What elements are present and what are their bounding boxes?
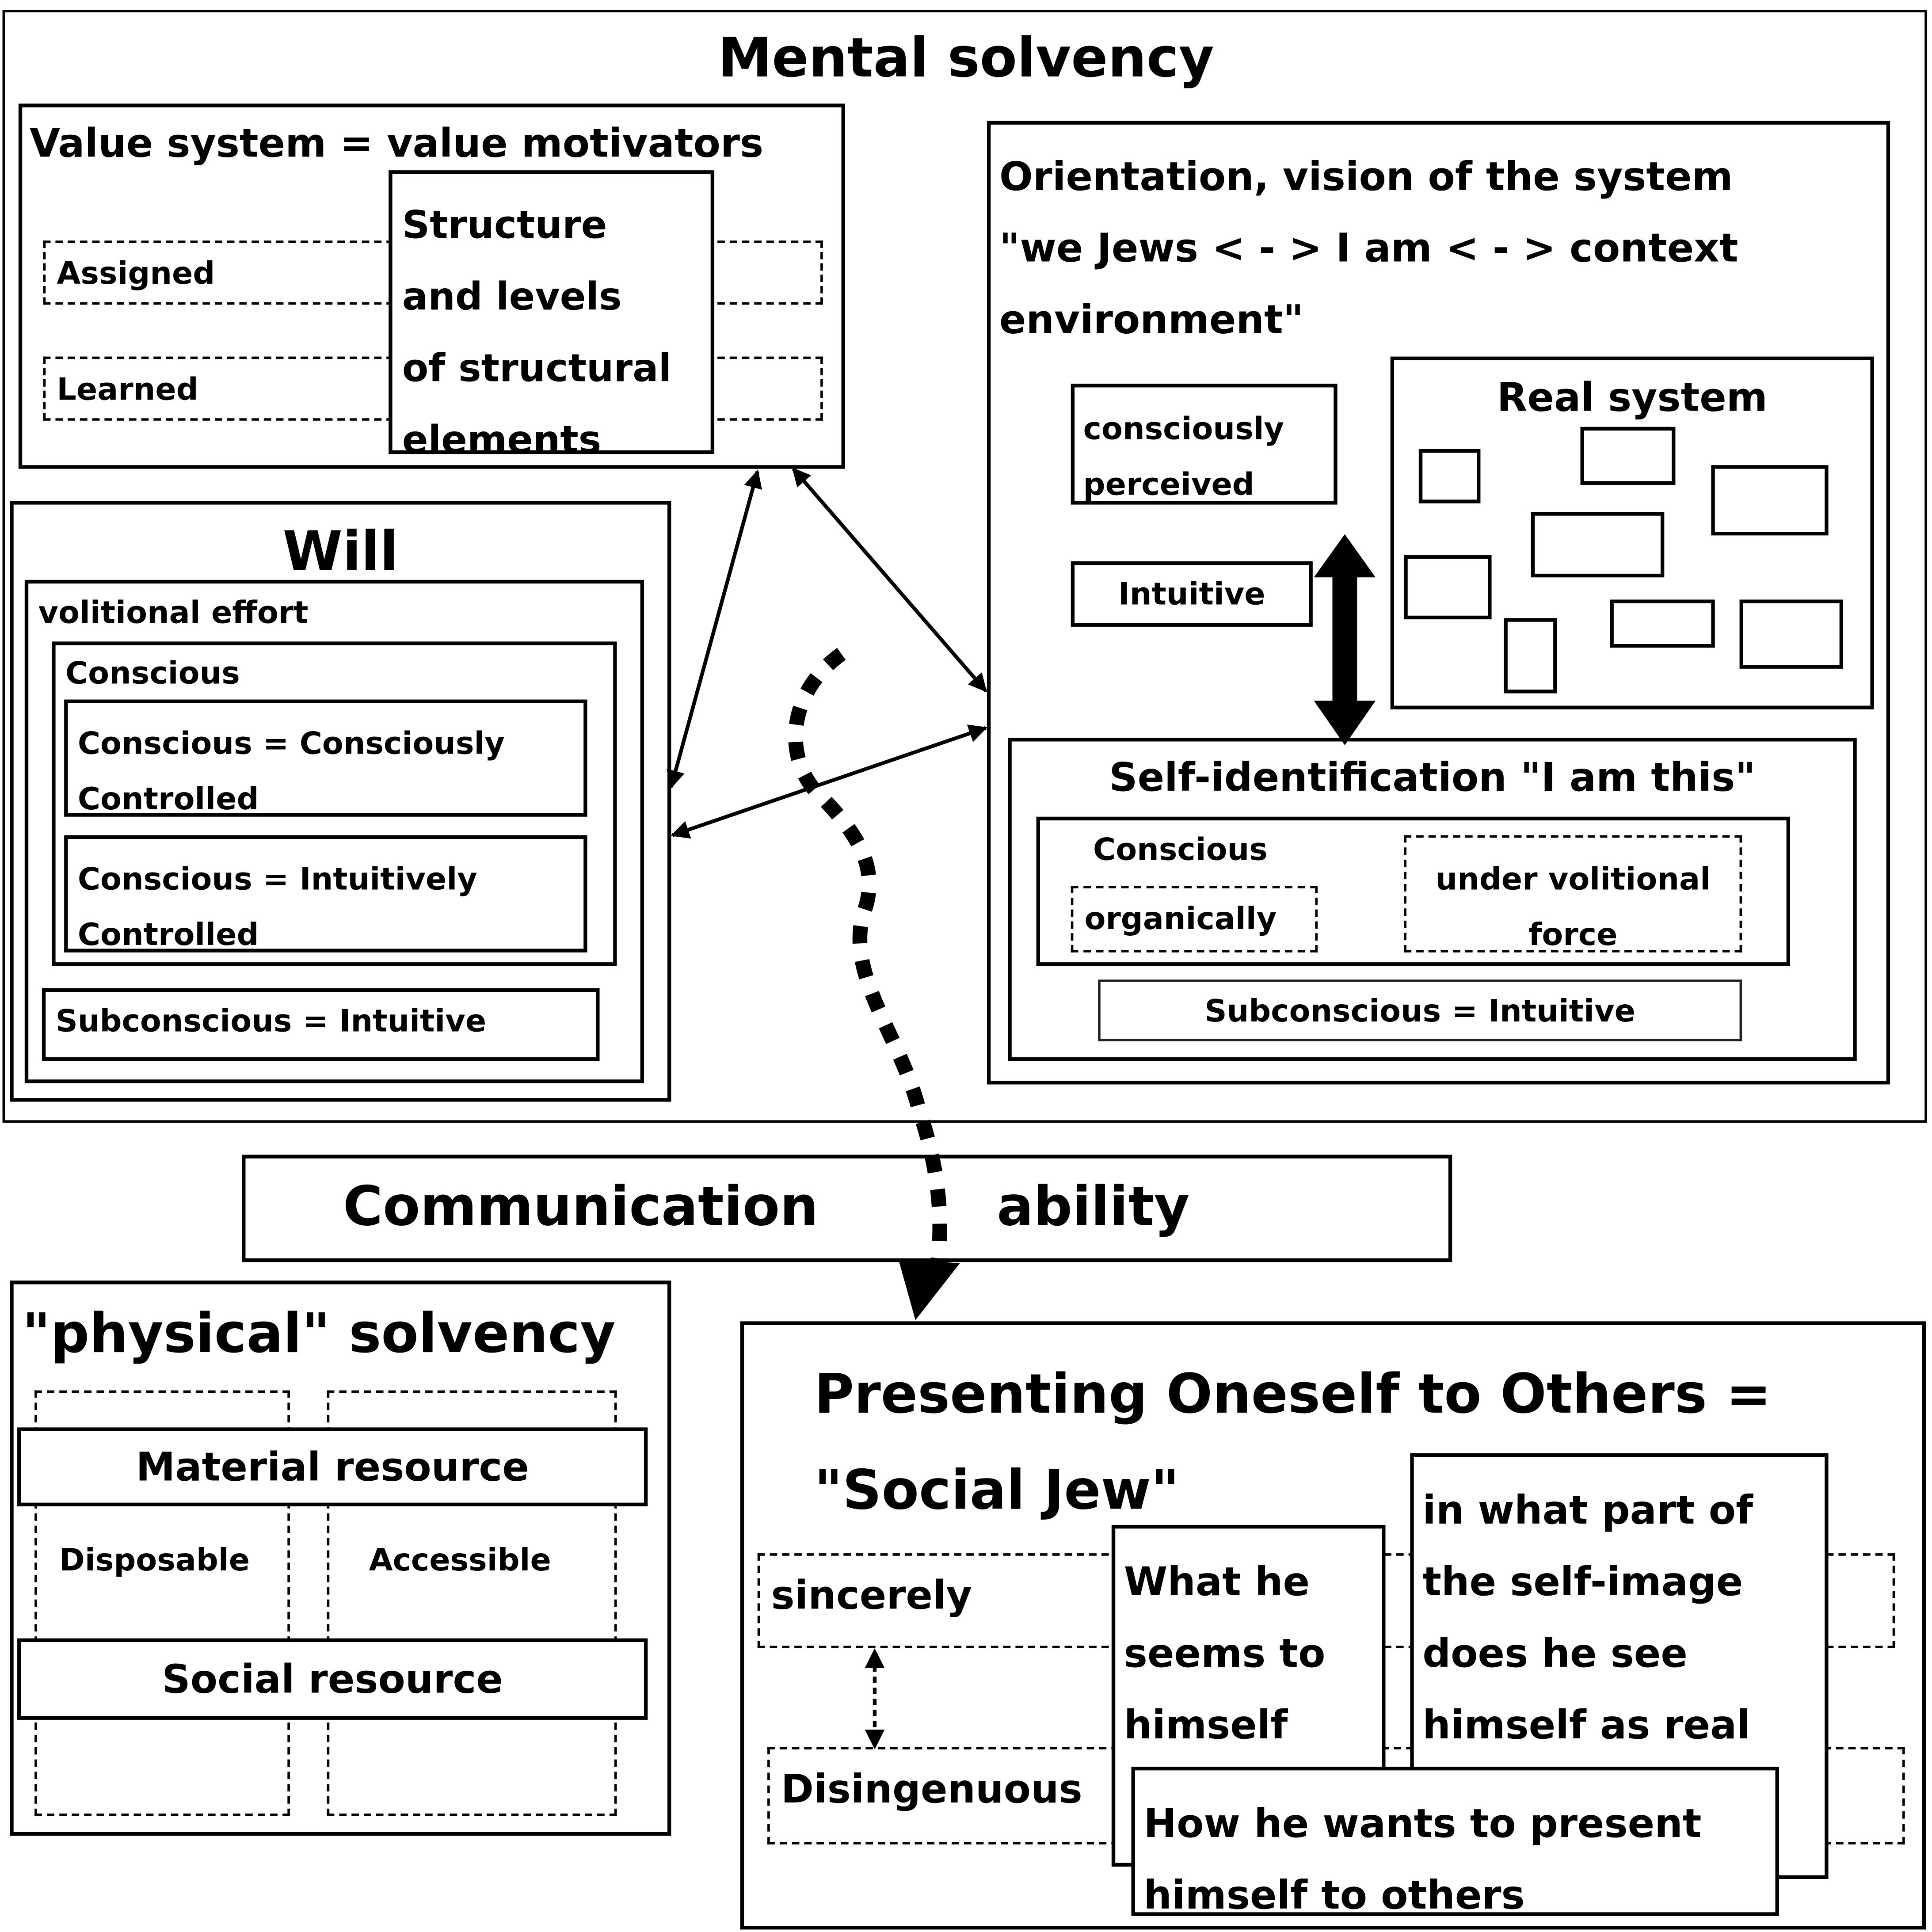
consciously-perceived-box (1071, 384, 1338, 505)
social-resource-box (17, 1638, 648, 1720)
self-id-conscious-label: Conscious (1093, 831, 1268, 868)
self-identification-title: Self-identification "I am this" (1109, 754, 1756, 801)
value-system-title: Value system = value motivators (29, 119, 764, 167)
disposable-column (34, 1390, 290, 1816)
communication-flow-arrowhead (898, 1258, 960, 1320)
disposable-label: Disposable (59, 1542, 250, 1578)
present-to-others-box (1131, 1766, 1779, 1916)
real-system-element (1739, 599, 1844, 669)
organically-box (1071, 886, 1318, 953)
learned-label: Learned (57, 371, 198, 408)
real-system-title: Real system (1497, 373, 1768, 421)
accessible-label: Accessible (369, 1542, 551, 1578)
volitional-effort-label: volitional effort (38, 594, 309, 631)
real-system-element (1531, 512, 1665, 578)
physical-solvency-box (10, 1280, 671, 1836)
ability-label: ability (997, 1176, 1190, 1239)
will-subconscious-box (42, 988, 600, 1061)
real-system-element (1404, 555, 1492, 620)
structure-label: Structure and levels of structural eleme… (402, 203, 672, 463)
real-system-element (1418, 449, 1481, 503)
organically-label: organically (1084, 900, 1277, 937)
intuitive-box (1071, 561, 1313, 627)
will-conscious-label: Conscious (65, 655, 240, 691)
sincerely-label: sincerely (771, 1571, 972, 1619)
real-system-element (1504, 618, 1557, 694)
conscious-intuitive-label: Conscious = Intuitively Controlled (77, 861, 477, 953)
conscious-controlled-box (64, 699, 587, 817)
social-resource-label: Social resource (162, 1655, 503, 1703)
present-to-others-label: How he wants to present himself to other… (1143, 1800, 1702, 1919)
disingenuous-label: Disingenuous (781, 1765, 1082, 1813)
material-resource-box (17, 1427, 648, 1507)
conscious-intuitive-box (64, 835, 587, 953)
physical-solvency-title: "physical" solvency (22, 1303, 616, 1366)
intuitive-label: Intuitive (1118, 576, 1265, 612)
seems-to-himself-label: What he seems to himself (1124, 1558, 1326, 1749)
self-image-label: in what part of the self-image does he s… (1422, 1486, 1753, 1749)
will-subconscious-label: Subconscious = Intuitive (55, 1003, 487, 1039)
presenting-title: Presenting Oneself to Others = "Social J… (814, 1363, 1772, 1523)
real-system-element (1711, 465, 1829, 536)
real-system-element (1580, 427, 1676, 485)
conscious-controlled-label: Conscious = Consciously Controlled (77, 725, 505, 817)
accessible-column (327, 1390, 617, 1816)
material-resource-label: Material resource (136, 1443, 529, 1490)
communication-label: Communication (343, 1176, 819, 1239)
self-id-conscious-box (1036, 816, 1791, 966)
assigned-label: Assigned (57, 255, 215, 291)
volitional-force-box (1404, 835, 1742, 953)
consciously-perceived-label: consciously perceived (1083, 411, 1284, 503)
real-system-element (1610, 599, 1715, 648)
will-title: Will (282, 520, 399, 584)
self-id-subconscious-label: Subconscious = Intuitive (1204, 993, 1635, 1029)
volitional-force-label: under volitional force (1435, 861, 1711, 953)
orientation-title: Orientation, vision of the system "we Je… (999, 153, 1738, 343)
self-id-subconscious-box (1098, 979, 1742, 1041)
mental-solvency-title: Mental solvency (718, 27, 1214, 90)
structure-box (389, 170, 715, 454)
